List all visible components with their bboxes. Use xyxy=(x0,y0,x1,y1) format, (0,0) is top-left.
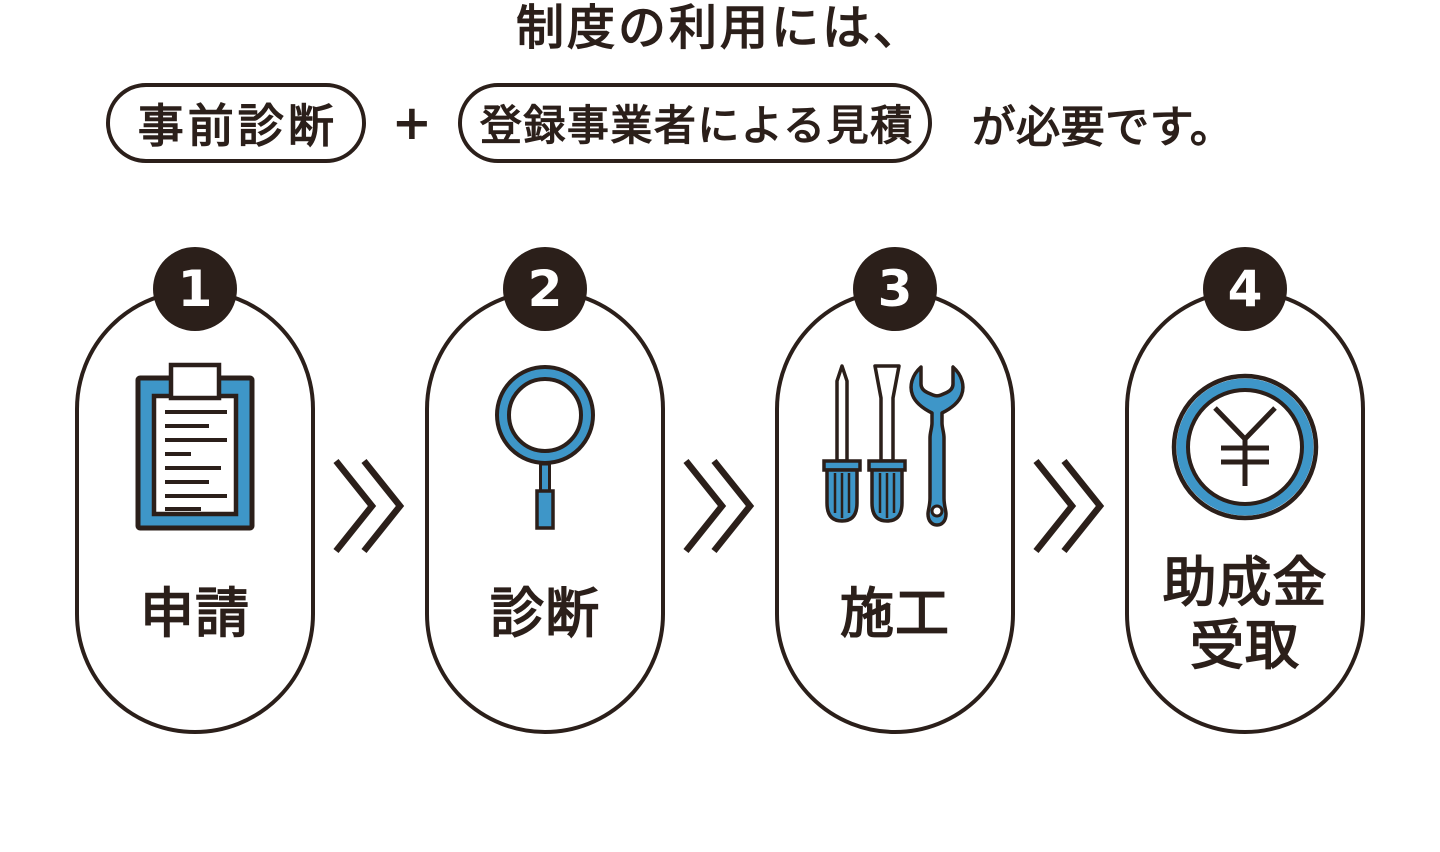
requirement-row: 事前診断 + 登録事業者による見積 が必要です。 xyxy=(0,82,1390,163)
pill-registered-contractor-estimate-label: 登録事業者による見積 xyxy=(479,101,914,151)
clipboard-icon xyxy=(135,362,255,531)
step-number-badge: 4 xyxy=(1203,246,1287,331)
step-icon-box xyxy=(820,359,970,535)
magnifying-glass-icon xyxy=(495,364,595,530)
pill-registered-contractor-estimate: 登録事業者による見積 xyxy=(457,82,932,163)
step-label: 施工 xyxy=(840,582,950,646)
page-title: 制度の利用には、 xyxy=(515,0,924,56)
step-number-badge: 1 xyxy=(153,246,237,331)
double-chevron-icon xyxy=(683,459,755,554)
step-icon-box xyxy=(493,359,597,535)
step-label: 診断 xyxy=(490,582,600,646)
step-label: 申請 xyxy=(140,582,250,646)
step-separator xyxy=(315,289,425,734)
step-separator xyxy=(665,289,775,734)
step-icon-box xyxy=(134,359,256,535)
step-number-badge: 2 xyxy=(503,246,587,331)
step-label: 助成金 受取 xyxy=(1162,550,1328,677)
pill-pre-diagnosis-label: 事前診断 xyxy=(137,98,338,153)
step-capsule-receive-subsidy: 4 助成金 受取 xyxy=(1125,246,1365,734)
requirement-suffix: が必要です。 xyxy=(971,101,1235,153)
step-capsule-application: 1 申請 xyxy=(75,246,315,734)
step-number-badge: 3 xyxy=(853,246,937,331)
step-icon-box xyxy=(1170,359,1320,535)
plus-sign: + xyxy=(391,94,432,151)
yen-coin-icon xyxy=(1171,373,1319,521)
step-capsule-diagnosis: 2 診断 xyxy=(425,246,665,734)
steps-row: 1 申請 2 xyxy=(0,246,1440,734)
step-capsule-construction: 3 xyxy=(775,246,1015,734)
double-chevron-icon xyxy=(333,459,405,554)
double-chevron-icon xyxy=(1033,459,1105,554)
tools-icon xyxy=(822,364,965,527)
step-separator xyxy=(1015,289,1125,734)
pill-pre-diagnosis: 事前診断 xyxy=(105,82,366,163)
